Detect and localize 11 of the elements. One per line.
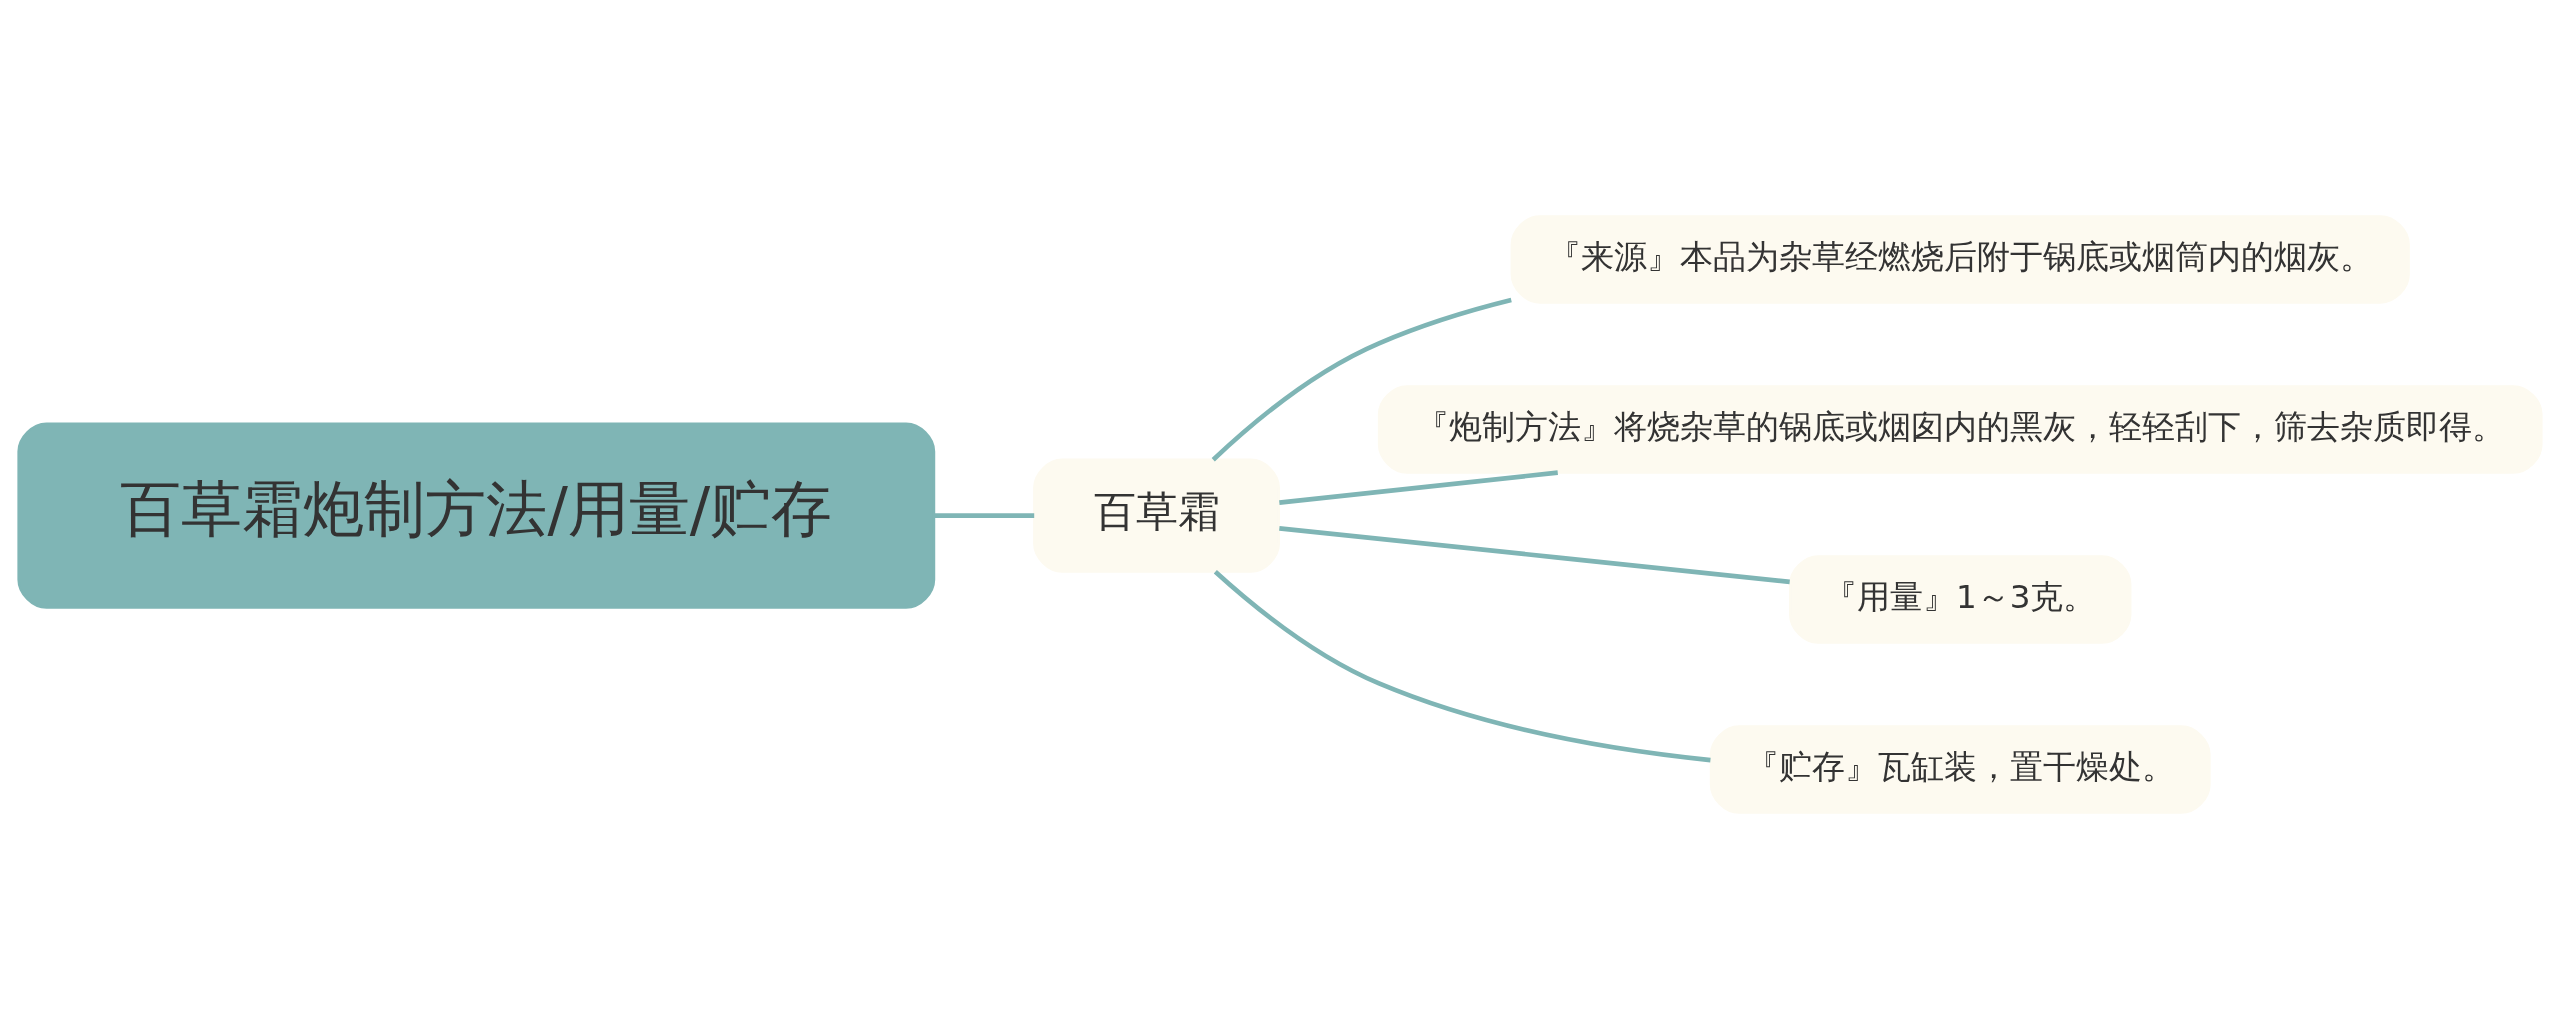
node-box: 『来源』本品为杂草经燃烧后附于锅底或烟筒内的烟灰。 xyxy=(1510,215,2410,304)
connector xyxy=(1213,569,1711,763)
node-box: 『贮存』瓦缸装，置干燥处。 xyxy=(1709,725,2211,814)
connector xyxy=(934,513,1035,518)
node-box: 百草霜炮制方法/用量/贮存 xyxy=(17,422,936,609)
node-box: 『炮制方法』将烧杂草的锅底或烟囱内的黑灰，轻轻刮下，筛去杂质即得。 xyxy=(1377,385,2543,474)
connector xyxy=(1279,526,1790,585)
connector xyxy=(1211,297,1512,462)
node-box: 『用量』1～3克。 xyxy=(1789,555,2132,644)
connector xyxy=(1279,470,1558,505)
node-box: 百草霜 xyxy=(1033,458,1280,573)
